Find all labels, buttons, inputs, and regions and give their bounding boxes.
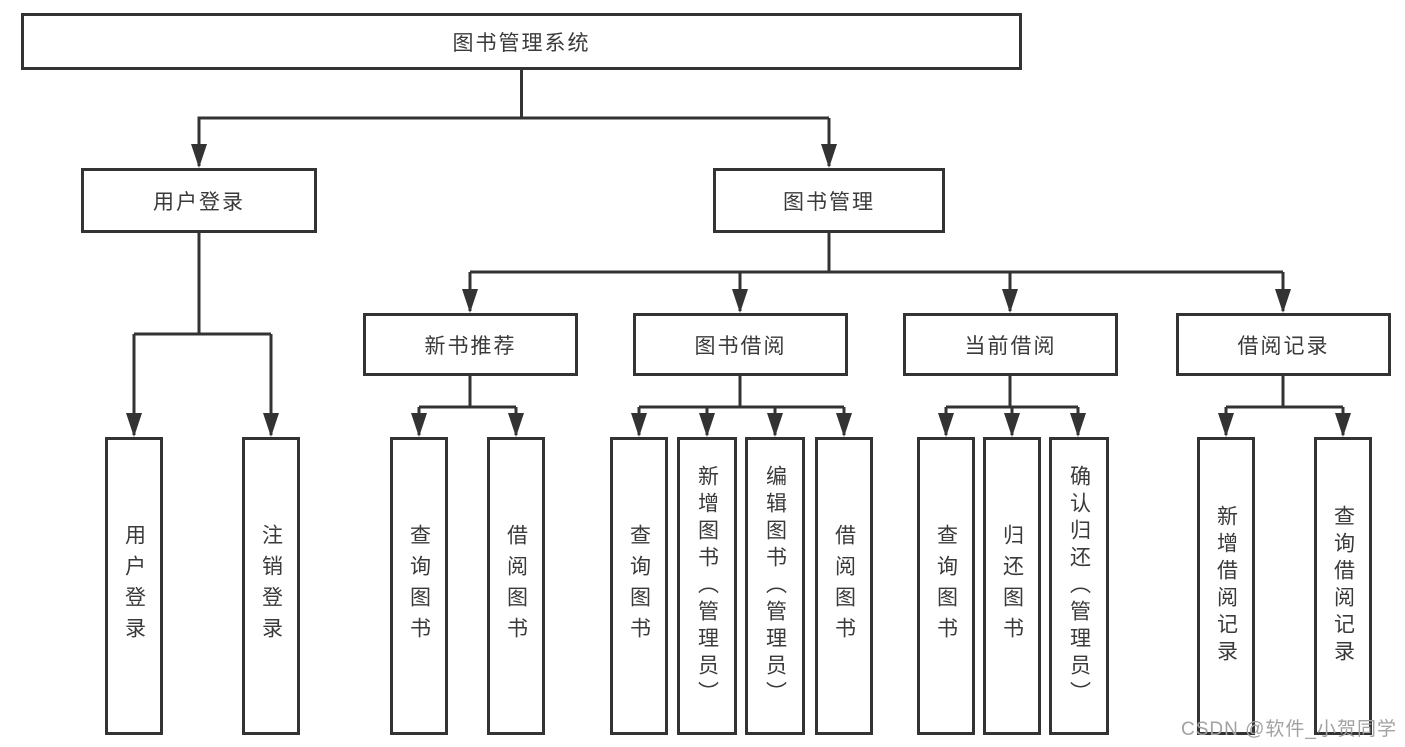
leaf-add-borrow-record: 新增借阅记录 — [1197, 437, 1255, 735]
leaf-return-books: 归还图书 — [983, 437, 1041, 735]
watermark-text: CSDN @软件_小贺同学 — [1181, 719, 1397, 740]
node-book-management: 图书管理 — [713, 168, 945, 233]
leaf-add-book-admin: 新增图书（管理员） — [677, 437, 737, 735]
leaf-confirm-return-admin: 确认归还（管理员） — [1049, 437, 1109, 735]
leaf-user-login: 用户登录 — [105, 437, 163, 735]
node-book-borrowing: 图书借阅 — [633, 313, 848, 376]
leaf-query-books-borrowing: 查询图书 — [610, 437, 668, 735]
leaf-borrow-books-borrowing: 借阅图书 — [815, 437, 873, 735]
node-library-management-system: 图书管理系统 — [21, 13, 1022, 70]
leaf-borrow-books-recommend: 借阅图书 — [487, 437, 545, 735]
node-borrow-records: 借阅记录 — [1176, 313, 1391, 376]
leaf-query-books-recommend: 查询图书 — [390, 437, 448, 735]
leaf-edit-book-admin: 编辑图书（管理员） — [745, 437, 805, 735]
node-current-borrowing: 当前借阅 — [903, 313, 1118, 376]
node-new-book-recommend: 新书推荐 — [363, 313, 578, 376]
leaf-query-books-current: 查询图书 — [917, 437, 975, 735]
leaf-query-borrow-record: 查询借阅记录 — [1314, 437, 1372, 735]
node-user-login: 用户登录 — [81, 168, 317, 233]
leaf-logout: 注销登录 — [242, 437, 300, 735]
